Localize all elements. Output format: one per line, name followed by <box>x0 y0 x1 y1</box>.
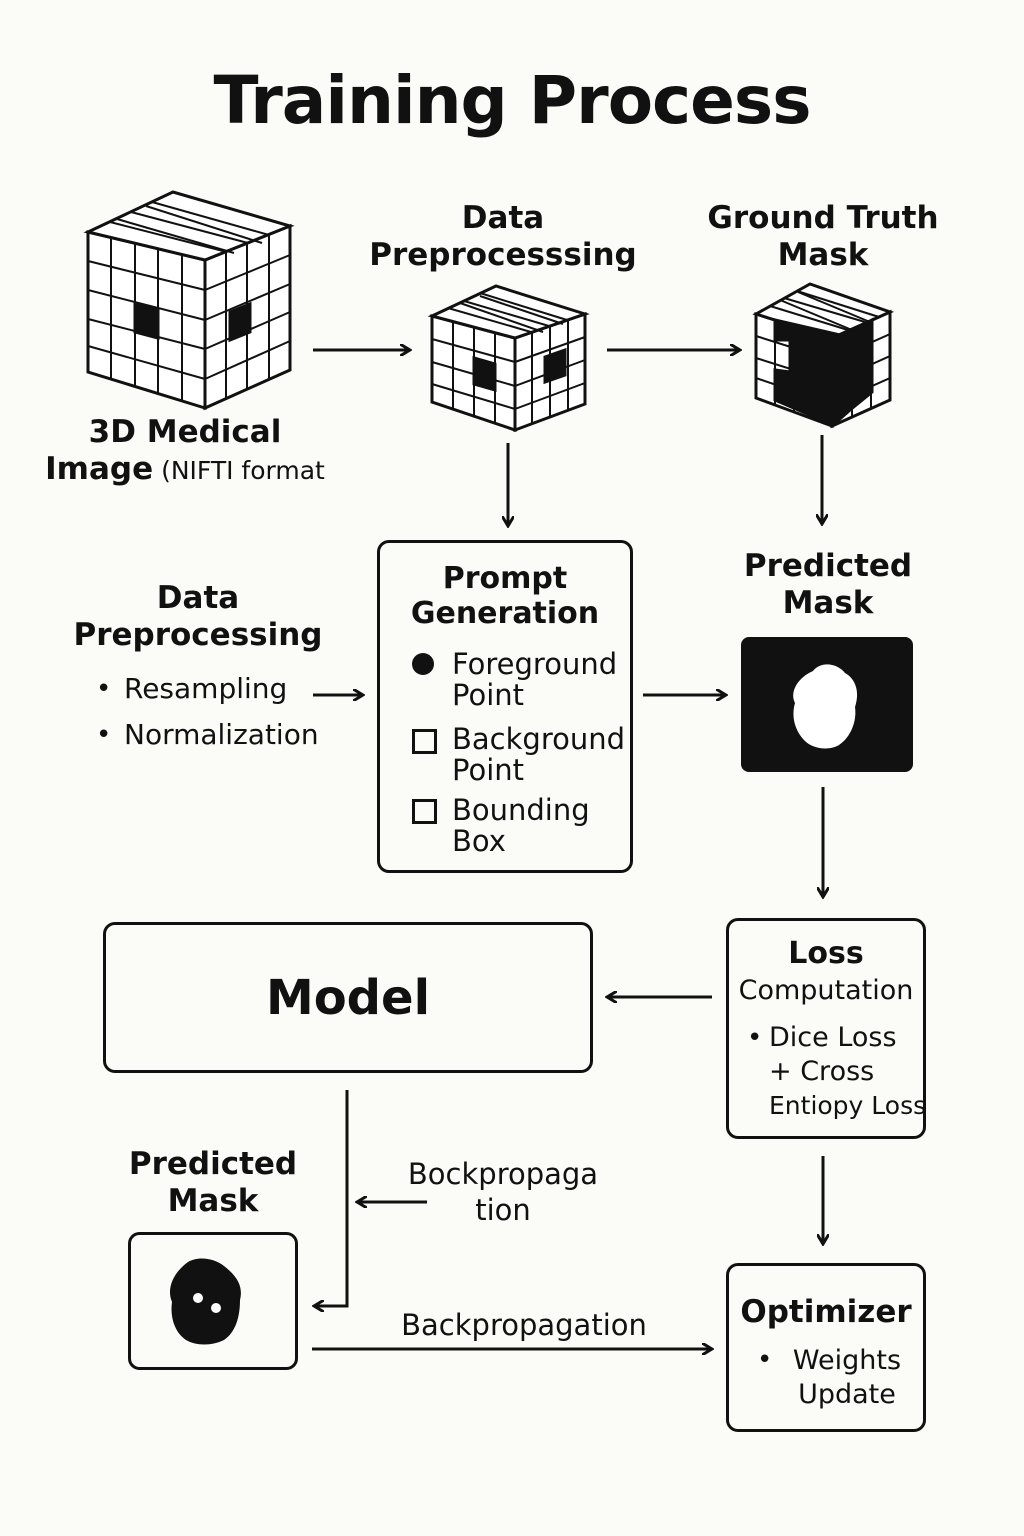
optimizer-item: Weights Update <box>777 1344 917 1412</box>
prompt-item-background: Background Point <box>452 724 625 786</box>
prompt-generation-title: Prompt Generation <box>380 561 630 631</box>
side-preprocessing-line2: Preprocessing <box>73 617 323 653</box>
backprop-upper-line2: tion <box>475 1193 531 1227</box>
filled-circle-icon <box>412 653 434 675</box>
bullet-icon: • <box>96 674 112 704</box>
predicted-mask-top-line1: Predicted <box>743 548 913 584</box>
mask-blob-icon <box>169 1258 241 1345</box>
ground-truth-line1: Ground Truth <box>707 200 939 236</box>
loss-item-line1: Dice Loss <box>769 1022 897 1053</box>
predicted-mask-bottom-line1: Predicted <box>128 1146 298 1182</box>
prompt-item-label: Point <box>452 753 525 787</box>
medical-image-label-bold: Image <box>45 451 154 487</box>
predicted-mask-top-line2: Mask <box>782 585 874 621</box>
loss-item: Dice Loss + Cross Entiopy Loss <box>769 1021 926 1123</box>
optimizer-title: Optimizer <box>740 1294 912 1330</box>
prompt-generation-box: Prompt Generation Foreground Point Backg… <box>377 540 633 873</box>
empty-square-icon <box>412 799 437 824</box>
prompt-item-label: Box <box>452 824 506 858</box>
predicted-mask-bottom-image <box>128 1232 298 1370</box>
backprop-upper-label: Bοckpropaga tion <box>392 1156 614 1228</box>
loss-item-line3: Entiopy Loss <box>769 1091 927 1120</box>
prompt-item-label: Foreground <box>452 647 618 681</box>
bullet-icon: • <box>757 1345 773 1375</box>
prompt-title-line1: Prompt <box>442 561 568 596</box>
predicted-mask-bottom-label: Predicted Mask <box>110 1146 316 1220</box>
ground-truth-line2: Mask <box>777 237 869 273</box>
predicted-mask-top-label: Predicted Mask <box>715 548 941 622</box>
prompt-item-bounding-box: Bounding Box <box>452 795 590 857</box>
loss-item-line2: + Cross <box>769 1056 875 1087</box>
mask-blob-icon <box>793 664 858 749</box>
medical-image-cube-icon <box>83 190 295 411</box>
arrow-model-to-predicted <box>314 1090 349 1306</box>
list-item: • Resampling <box>96 672 336 718</box>
loss-title: Loss <box>788 936 864 971</box>
backprop-upper-line1: Bοckpropaga <box>407 1157 599 1191</box>
side-preprocessing-line1: Data <box>156 580 240 616</box>
predicted-mask-top-image <box>741 637 913 772</box>
top-preprocessing-label: Data Preprocesssing <box>368 200 638 274</box>
optimizer-item-line2: Update <box>798 1379 896 1410</box>
loss-computation-box: Loss Computation • Dice Loss + Cross Ent… <box>726 918 926 1139</box>
top-preprocessing-line2: Preprocesssing <box>369 237 637 273</box>
medical-image-label: 3D Medical Image (NIFTI format <box>30 414 340 489</box>
bullet-icon: • <box>96 720 112 750</box>
top-preprocessing-line1: Data <box>461 200 545 236</box>
prompt-title-line2: Generation <box>410 596 600 631</box>
prompt-item-label: Background <box>452 722 626 756</box>
side-preprocessing-title: Data Preprocessing <box>60 580 336 654</box>
model-label: Model <box>265 970 431 1026</box>
medical-image-format: (NIFTI format <box>153 456 325 485</box>
backprop-lower-label: Backpropagation <box>401 1308 647 1342</box>
list-item: • Normalization <box>96 718 336 752</box>
side-preprocessing-list: • Resampling • Normalization <box>96 672 336 752</box>
prompt-item-label: Point <box>452 678 525 712</box>
preprocessed-cube-icon <box>427 284 590 433</box>
optimizer-box: Optimizer • Weights Update <box>726 1263 926 1432</box>
loss-subtitle: Computation <box>738 975 914 1006</box>
prompt-item-label: Bounding <box>452 793 590 827</box>
ground-truth-cube-icon <box>752 282 895 429</box>
bullet-icon: • <box>747 1023 763 1053</box>
predicted-mask-bottom-line2: Mask <box>167 1183 259 1219</box>
prompt-item-foreground: Foreground Point <box>452 649 617 711</box>
list-item-label: Resampling <box>124 672 288 705</box>
medical-image-label-line1: 3D Medical <box>88 414 282 450</box>
list-item-label: Normalization <box>124 718 319 751</box>
diagram-title: Training Process <box>213 62 811 139</box>
optimizer-item-line1: Weights <box>792 1345 902 1376</box>
model-box: Model <box>103 922 593 1073</box>
ground-truth-label: Ground Truth Mask <box>700 200 946 274</box>
empty-square-icon <box>412 729 437 754</box>
